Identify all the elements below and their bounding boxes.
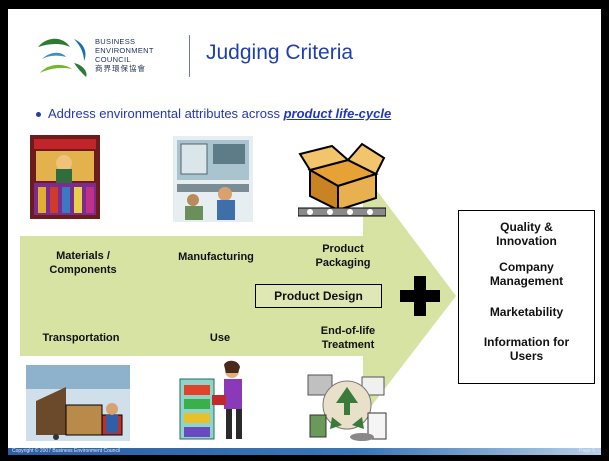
stage-transportation: Transportation <box>42 332 120 344</box>
criteria-management: Company Management <box>459 260 594 288</box>
stage-manufacturing: Manufacturing <box>178 251 254 263</box>
recycling-icon <box>307 374 387 441</box>
factory-worker-icon <box>173 136 253 222</box>
bullet-text: Address environmental attributes across … <box>48 106 391 121</box>
logo-line-4: 商界環保協會 <box>95 64 146 73</box>
criteria-quality: Quality & Innovation <box>459 220 594 248</box>
criteria-management-line-2: Management <box>489 274 564 288</box>
logo-line-3: COUNCIL <box>95 55 131 64</box>
lifecycle-arrow <box>20 172 456 417</box>
stage-end-of-life-line-2: Treatment <box>321 339 375 351</box>
stage-packaging: Product Packaging <box>298 242 388 270</box>
plus-icon <box>400 276 440 316</box>
logo-text: BUSINESS ENVIRONMENT COUNCIL 商界環保協會 <box>95 37 154 73</box>
stage-materials: Materials / Components <box>28 249 138 277</box>
logo-line-1: BUSINESS <box>95 37 136 46</box>
footer-bar: Copyright © 2007 Business Environment Co… <box>8 448 601 455</box>
stage-packaging-line-2: Packaging <box>315 257 371 269</box>
stage-materials-line-2: Components <box>49 264 117 276</box>
bullet-emphasis: product life-cycle <box>283 106 392 121</box>
stage-packaging-line-1: Product <box>322 243 364 255</box>
bullet-dot <box>36 112 41 117</box>
slide: BUSINESS ENVIRONMENT COUNCIL 商界環保協會 Judg… <box>8 9 601 455</box>
package-box-icon <box>298 142 386 217</box>
footer-page-number: Page 5 <box>579 448 595 454</box>
criteria-management-line-1: Company <box>499 260 554 274</box>
stage-use: Use <box>209 332 231 344</box>
stage-end-of-life-line-1: End-of-life <box>320 325 376 337</box>
logo-line-2: ENVIRONMENT <box>95 46 154 55</box>
criteria-marketability: Marketability <box>489 305 564 319</box>
title-divider <box>189 35 190 77</box>
shopper-icon <box>179 360 242 440</box>
footer-copyright: Copyright © 2007 Business Environment Co… <box>12 448 121 454</box>
slide-title: Judging Criteria <box>206 41 354 64</box>
stage-end-of-life: End-of-life Treatment <box>298 324 398 352</box>
bullet-main-text: Address environmental attributes across <box>48 106 284 121</box>
criteria-information-line-1: Information for <box>483 335 570 349</box>
criteria-quality-line-2: Innovation <box>496 234 557 248</box>
market-stall-icon <box>30 135 100 219</box>
criteria-quality-line-1: Quality & <box>500 220 553 234</box>
criteria-information: Information for Users <box>459 335 594 363</box>
stage-materials-line-1: Materials / <box>56 250 110 262</box>
truck-loading-icon <box>26 365 130 441</box>
bec-logo-icon <box>38 38 87 77</box>
criteria-information-line-2: Users <box>509 349 544 363</box>
criteria-box: Quality & Innovation Company Management … <box>458 210 595 384</box>
product-design-box: Product Design <box>255 284 382 308</box>
